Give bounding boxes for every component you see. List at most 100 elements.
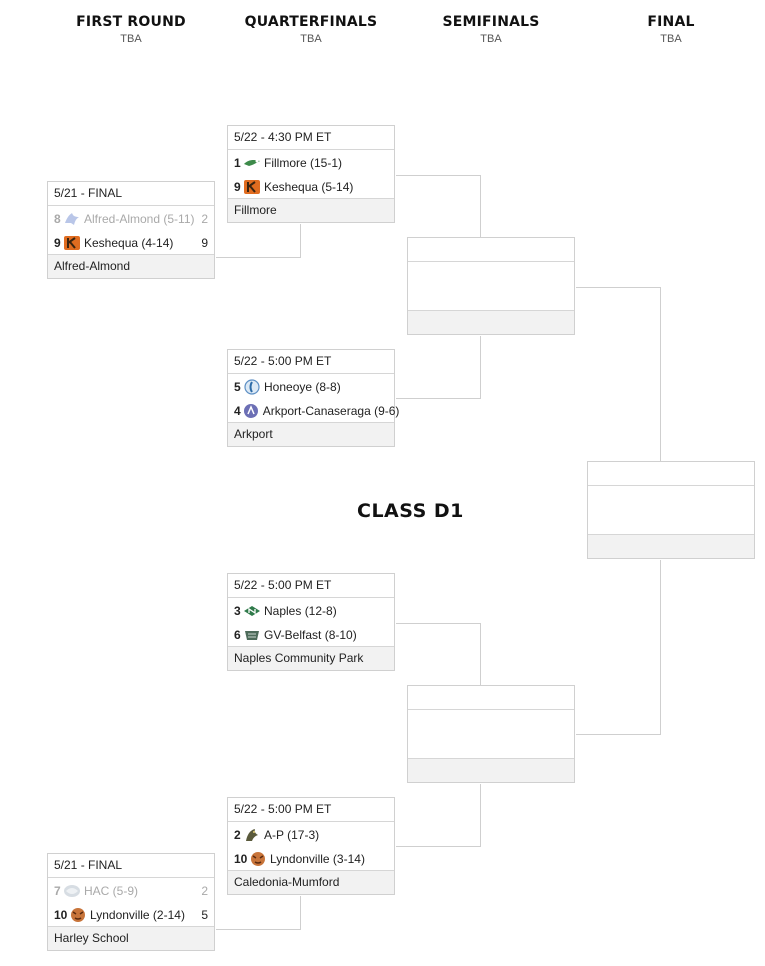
team-row[interactable]: 2 A-P (17-3) <box>228 823 394 847</box>
connector-line <box>216 257 301 258</box>
matchup-venue <box>588 534 754 558</box>
team-name: Lyndonville (2-14) <box>90 908 185 922</box>
round-header-final: FINAL TBA <box>581 14 761 45</box>
connector-line <box>396 623 481 624</box>
team-score: 5 <box>201 908 208 922</box>
team-name: A-P (17-3) <box>264 828 320 842</box>
matchup-venue: Naples Community Park <box>228 646 394 670</box>
team-row[interactable]: 3 Naples (12-8) <box>228 599 394 623</box>
round-date: TBA <box>300 33 322 45</box>
matchup-venue <box>408 758 574 782</box>
team-score: 2 <box>201 212 208 226</box>
matchup-status <box>588 462 754 486</box>
team-row[interactable]: 9 Keshequa (5-14) <box>228 175 394 199</box>
connector-line <box>396 398 481 399</box>
connector-line <box>660 560 661 735</box>
team-seed: 4 <box>234 404 241 418</box>
connector-line <box>480 175 481 238</box>
matchup-venue: Caledonia-Mumford <box>228 870 394 894</box>
matchup-card-final[interactable] <box>587 461 755 559</box>
team-name: Arkport-Canaseraga (9-6) <box>262 404 400 418</box>
team-name: GV-Belfast (8-10) <box>264 628 357 642</box>
connector-line <box>480 623 481 686</box>
team-name: Honeoye (8-8) <box>264 380 341 394</box>
round-date: TBA <box>660 33 682 45</box>
matchup-card-semifinal-1[interactable] <box>407 237 575 335</box>
team-seed: 10 <box>234 852 248 866</box>
team-row[interactable]: 6 GV-Belfast (8-10) <box>228 623 394 647</box>
matchup-status <box>408 686 574 710</box>
round-header-first-round: FIRST ROUND TBA <box>41 14 221 45</box>
matchup-status: 5/22 - 4:30 PM ET <box>228 126 394 150</box>
team-name: Alfred-Almond (5-11) <box>84 212 195 226</box>
eagle-logo-icon <box>63 211 81 227</box>
connector-line <box>300 224 301 258</box>
round-header-quarterfinals: QUARTERFINALS TBA <box>221 14 401 45</box>
round-header-semifinals: SEMIFINALS TBA <box>401 14 581 45</box>
matchup-status: 5/22 - 5:00 PM ET <box>228 350 394 374</box>
team-score: 2 <box>201 884 208 898</box>
matchup-venue: Harley School <box>48 926 214 950</box>
team-name: Keshequa (4-14) <box>84 236 174 250</box>
team-row[interactable]: 10 Lyndonville (3-14) <box>228 847 394 871</box>
round-title: QUARTERFINALS <box>244 14 378 30</box>
matchup-card-semifinal-2[interactable] <box>407 685 575 783</box>
team-score: 9 <box>201 236 208 250</box>
connector-line <box>480 336 481 399</box>
team-row[interactable]: 1 Fillmore (15-1) <box>228 151 394 175</box>
matchup-status: 5/22 - 5:00 PM ET <box>228 574 394 598</box>
round-title: FIRST ROUND <box>76 14 186 30</box>
ap-logo-icon <box>243 827 261 843</box>
n-logo-icon <box>243 603 261 619</box>
connector-line <box>300 896 301 930</box>
k-logo-icon <box>63 235 81 251</box>
team-seed: 2 <box>234 828 241 842</box>
team-row[interactable]: 7 HAC (5-9) 2 <box>48 879 214 903</box>
round-title: FINAL <box>647 14 695 30</box>
connector-line <box>216 929 301 930</box>
team-seed: 7 <box>54 884 61 898</box>
connector-line <box>576 287 661 288</box>
matchup-status: 5/21 - FINAL <box>48 182 214 206</box>
matchup-venue: Alfred-Almond <box>48 254 214 278</box>
team-seed: 9 <box>234 180 241 194</box>
team-row[interactable]: 8 Alfred-Almond (5-11) 2 <box>48 207 214 231</box>
matchup-card-quarterfinal-2[interactable]: 5/22 - 5:00 PM ET 5 Honeoye (8-8) 4 Arkp… <box>227 349 399 447</box>
tiger-logo-icon <box>69 907 87 923</box>
team-seed: 8 <box>54 212 61 226</box>
matchup-card-quarterfinal-1[interactable]: 5/22 - 4:30 PM ET 1 Fillmore (15-1) 9 Ke… <box>227 125 395 223</box>
matchup-status: 5/21 - FINAL <box>48 854 214 878</box>
connector-line <box>396 175 481 176</box>
round-date: TBA <box>120 33 142 45</box>
team-row[interactable]: 10 Lyndonville (2-14) 5 <box>48 903 214 927</box>
team-seed: 3 <box>234 604 241 618</box>
eagle-green-logo-icon <box>243 155 261 171</box>
team-seed: 10 <box>54 908 68 922</box>
tiger-logo-icon <box>249 851 267 867</box>
matchup-card-first-round-2[interactable]: 5/21 - FINAL 7 HAC (5-9) 2 10 Lyndonvill… <box>47 853 215 951</box>
round-date: TBA <box>480 33 502 45</box>
team-name: Lyndonville (3-14) <box>270 852 365 866</box>
connector-line <box>396 846 481 847</box>
team-seed: 1 <box>234 156 241 170</box>
matchup-card-quarterfinal-3[interactable]: 5/22 - 5:00 PM ET 3 Naples (12-8) 6 GV-B… <box>227 573 395 671</box>
team-name: Fillmore (15-1) <box>264 156 343 170</box>
team-name: HAC (5-9) <box>84 884 139 898</box>
team-row[interactable]: 9 Keshequa (4-14) 9 <box>48 231 214 255</box>
team-name: Keshequa (5-14) <box>264 180 354 194</box>
team-seed: 5 <box>234 380 241 394</box>
ac-logo-icon <box>242 403 260 419</box>
team-seed: 6 <box>234 628 241 642</box>
bracket-title: CLASS D1 <box>357 500 464 522</box>
team-name: Naples (12-8) <box>264 604 337 618</box>
team-seed: 9 <box>54 236 61 250</box>
matchup-venue: Fillmore <box>228 198 394 222</box>
matchup-card-quarterfinal-4[interactable]: 5/22 - 5:00 PM ET 2 A-P (17-3) 10 Lyndon… <box>227 797 395 895</box>
team-row[interactable]: 5 Honeoye (8-8) <box>228 375 394 399</box>
matchup-card-first-round-1[interactable]: 5/21 - FINAL 8 Alfred-Almond (5-11) 2 9 … <box>47 181 215 279</box>
matchup-venue <box>408 310 574 334</box>
round-title: SEMIFINALS <box>442 14 540 30</box>
connector-line <box>660 287 661 462</box>
gv-logo-icon <box>243 627 261 643</box>
team-row[interactable]: 4 Arkport-Canaseraga (9-6) <box>228 399 399 423</box>
